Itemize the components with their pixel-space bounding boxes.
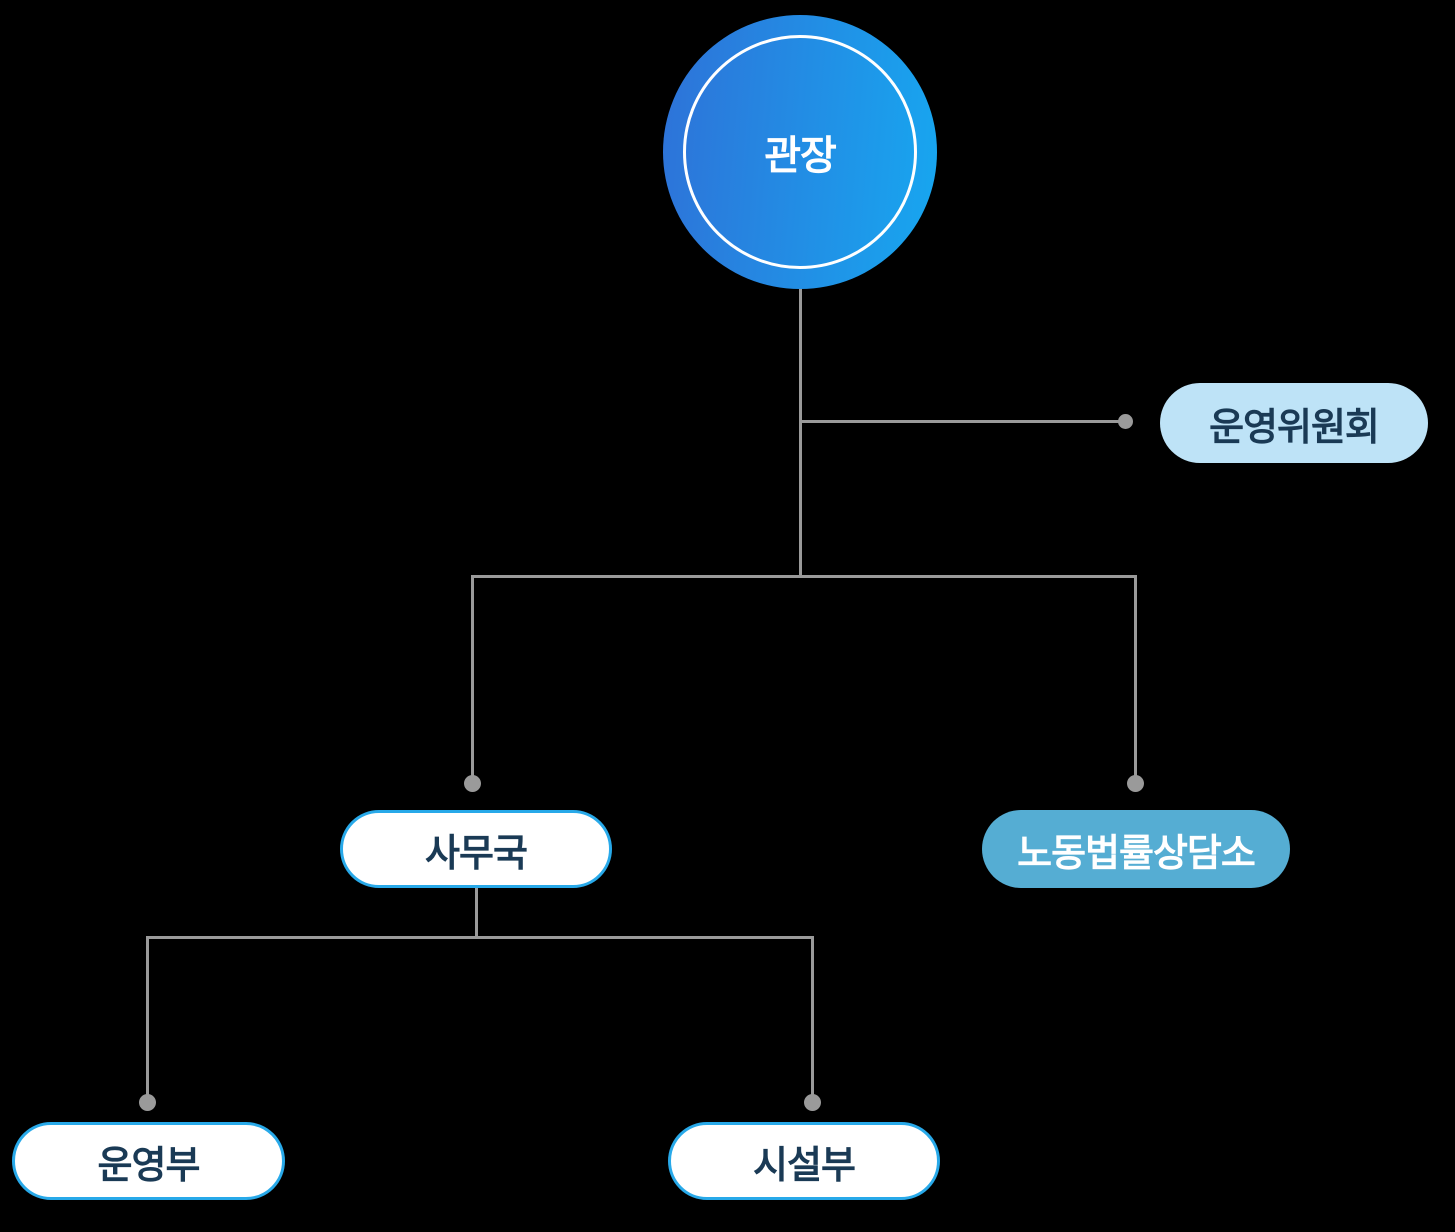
node-facilities-label: 시설부 (753, 1144, 856, 1187)
connector-facilities-endpoint-dot (804, 1094, 821, 1111)
connector-office-drop (471, 575, 474, 777)
connector-office-down (475, 888, 478, 938)
node-office-label: 사무국 (425, 832, 528, 875)
node-counsel-label: 노동법률상담소 (1017, 832, 1256, 875)
director-inner-ring (683, 35, 917, 269)
node-counsel: 노동법률상담소 (982, 810, 1290, 888)
node-committee-label: 운영위원회 (1209, 406, 1380, 449)
connector-committee-branch (800, 420, 1120, 423)
node-operations: 운영부 (12, 1122, 285, 1200)
node-office: 사무국 (340, 810, 612, 888)
connector-facilities-drop (811, 936, 814, 1096)
connector-director-down (799, 287, 802, 578)
connector-level2-horizontal (471, 575, 1137, 578)
node-operations-label: 운영부 (97, 1144, 201, 1187)
node-director: 관장 (663, 15, 937, 289)
connector-committee-endpoint-dot (1118, 414, 1133, 429)
connector-operations-endpoint-dot (139, 1094, 156, 1111)
connector-counsel-endpoint-dot (1127, 775, 1144, 792)
node-facilities: 시설부 (668, 1122, 940, 1200)
node-director-label: 관장 (764, 134, 837, 178)
node-committee: 운영위원회 (1160, 383, 1428, 463)
connector-counsel-drop (1134, 575, 1137, 777)
connector-level3-horizontal (146, 936, 814, 939)
connector-office-endpoint-dot (464, 775, 481, 792)
connector-operations-drop (146, 936, 149, 1096)
